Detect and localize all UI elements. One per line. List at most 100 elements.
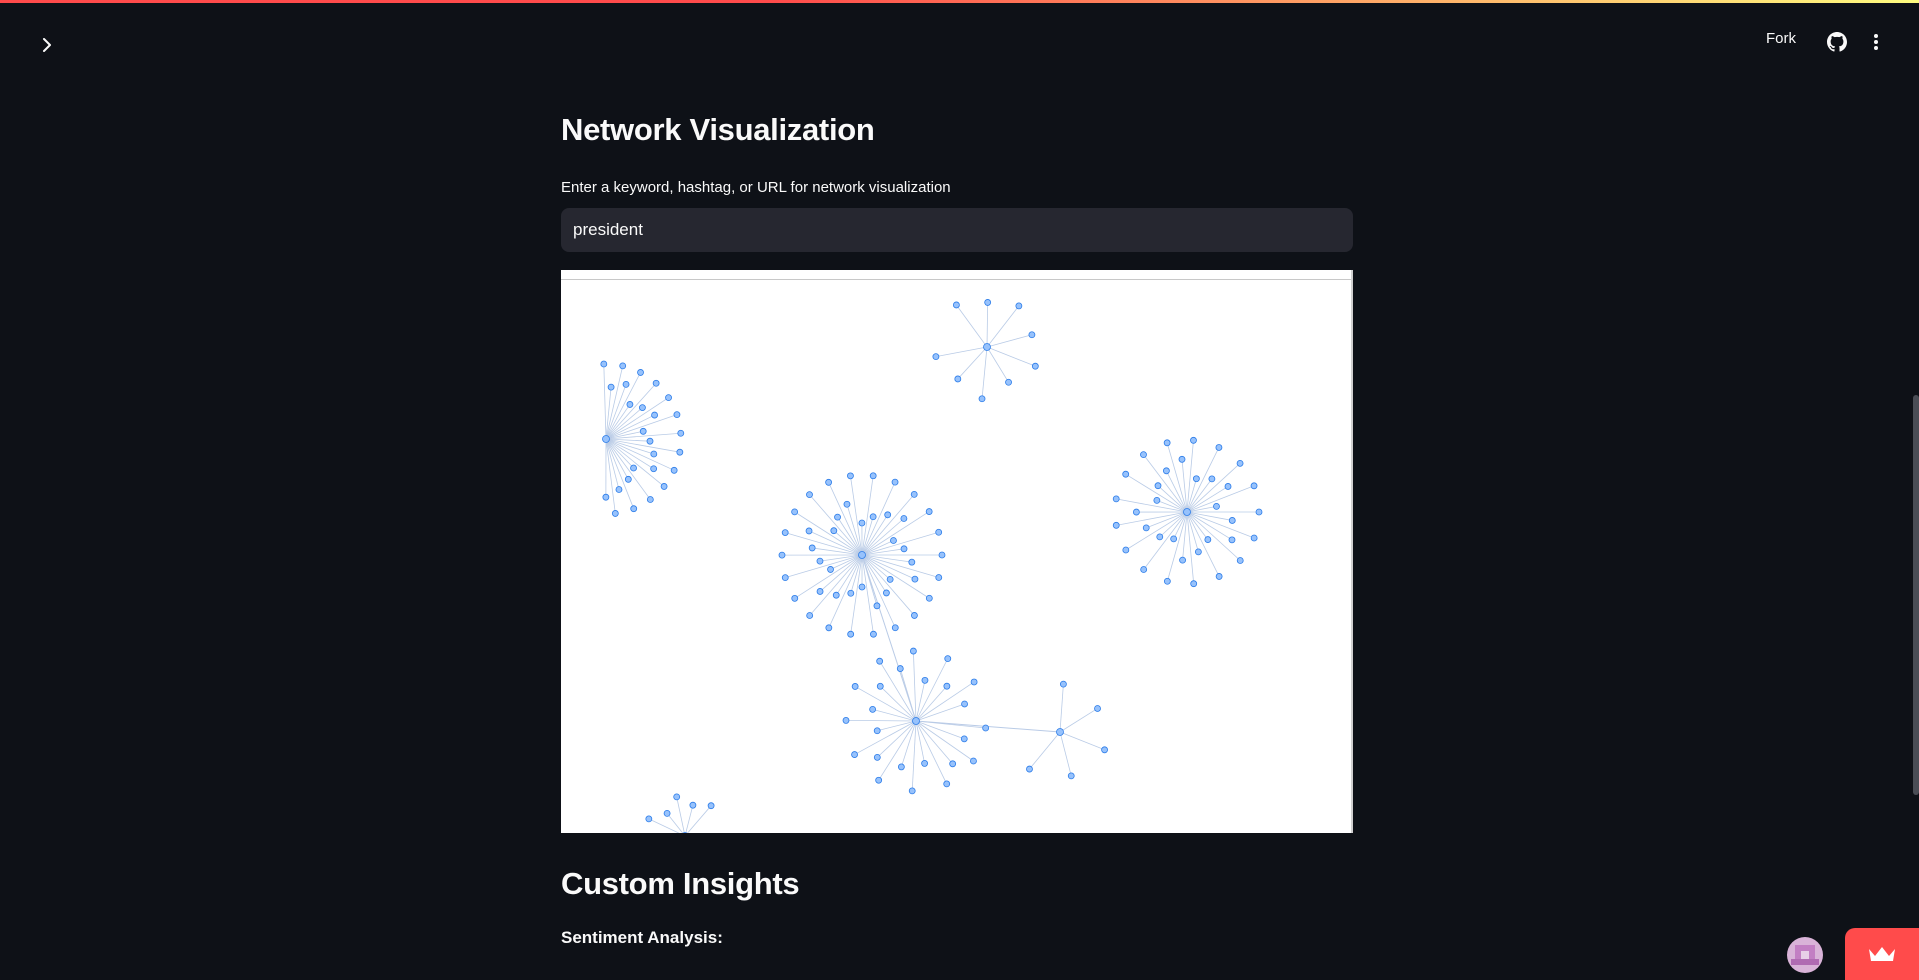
graph-node[interactable]: [1112, 521, 1120, 529]
graph-node[interactable]: [673, 411, 681, 419]
graph-node[interactable]: [622, 380, 630, 388]
graph-hub-node[interactable]: [983, 343, 991, 351]
graph-node[interactable]: [869, 513, 877, 521]
graph-node[interactable]: [911, 575, 919, 583]
graph-node[interactable]: [908, 787, 916, 795]
graph-node[interactable]: [778, 551, 786, 559]
graph-node[interactable]: [639, 404, 646, 411]
graph-node[interactable]: [825, 624, 833, 632]
graph-node[interactable]: [1015, 302, 1023, 310]
graph-node[interactable]: [873, 753, 881, 761]
graph-node[interactable]: [1026, 765, 1033, 773]
graph-node[interactable]: [961, 700, 968, 708]
graph-node[interactable]: [1228, 517, 1236, 524]
graph-node[interactable]: [896, 665, 904, 672]
graph-node[interactable]: [1162, 467, 1170, 475]
graph-node[interactable]: [806, 491, 813, 499]
graph-node[interactable]: [1190, 580, 1198, 588]
graph-hub-node[interactable]: [1056, 728, 1064, 736]
graph-node[interactable]: [982, 724, 990, 732]
graph-node[interactable]: [858, 519, 866, 527]
graph-node[interactable]: [1122, 470, 1130, 478]
graph-node[interactable]: [870, 630, 877, 638]
graph-node[interactable]: [663, 809, 671, 817]
graph-hub-node[interactable]: [682, 832, 689, 834]
graph-node[interactable]: [886, 575, 894, 583]
graph-node[interactable]: [611, 510, 619, 517]
graph-node[interactable]: [639, 427, 647, 435]
graph-node[interactable]: [954, 375, 962, 383]
graph-node[interactable]: [921, 760, 928, 767]
graph-node[interactable]: [630, 505, 638, 513]
graph-node[interactable]: [876, 657, 884, 665]
graph-node[interactable]: [944, 655, 952, 663]
graph-node[interactable]: [858, 583, 866, 591]
graph-node[interactable]: [1255, 508, 1263, 516]
graph-node[interactable]: [876, 682, 884, 690]
graph-node[interactable]: [938, 551, 946, 559]
graph-node[interactable]: [842, 717, 850, 724]
sidebar-expand-button[interactable]: [34, 32, 60, 58]
graph-node[interactable]: [897, 763, 905, 771]
graph-node[interactable]: [873, 602, 881, 610]
graph-node[interactable]: [808, 544, 816, 552]
graph-node[interactable]: [1215, 444, 1223, 451]
graph-node[interactable]: [781, 529, 789, 536]
graph-node[interactable]: [1122, 546, 1130, 554]
graph-node[interactable]: [847, 589, 855, 597]
graph-node[interactable]: [619, 362, 627, 370]
graph-node[interactable]: [825, 478, 833, 486]
graph-node[interactable]: [1140, 566, 1148, 573]
graph-node[interactable]: [1213, 502, 1220, 510]
graph-node[interactable]: [909, 647, 917, 655]
graph-hub-node[interactable]: [1183, 508, 1191, 516]
graph-node[interactable]: [1132, 508, 1140, 516]
graph-node[interactable]: [600, 360, 608, 368]
graph-node[interactable]: [791, 594, 799, 602]
graph-node[interactable]: [646, 437, 654, 445]
graph-node[interactable]: [646, 496, 654, 503]
graph-node[interactable]: [1204, 536, 1212, 543]
graph-node[interactable]: [707, 802, 715, 810]
graph-node[interactable]: [650, 465, 658, 473]
graph-node[interactable]: [875, 776, 883, 784]
graph-node[interactable]: [834, 513, 841, 521]
graph-hub-node[interactable]: [858, 551, 866, 559]
graph-node[interactable]: [827, 566, 834, 573]
graph-node[interactable]: [689, 801, 697, 809]
graph-node[interactable]: [1101, 746, 1108, 754]
user-avatar[interactable]: [1787, 937, 1823, 973]
fork-button[interactable]: Fork: [1766, 30, 1796, 47]
graph-node[interactable]: [908, 558, 916, 566]
graph-node[interactable]: [816, 557, 824, 565]
graph-node[interactable]: [1094, 705, 1101, 712]
graph-node[interactable]: [1170, 535, 1178, 543]
graph-node[interactable]: [1059, 680, 1067, 688]
graph-node[interactable]: [660, 483, 668, 490]
graph-node[interactable]: [805, 527, 813, 535]
graph-node[interactable]: [1179, 556, 1186, 564]
graph-node[interactable]: [970, 757, 977, 765]
graph-node[interactable]: [1178, 455, 1186, 463]
graph-node[interactable]: [978, 395, 986, 403]
graph-node[interactable]: [847, 472, 854, 480]
graph-node[interactable]: [935, 574, 943, 581]
github-button[interactable]: [1825, 30, 1849, 54]
graph-node[interactable]: [651, 411, 658, 419]
graph-node[interactable]: [676, 448, 684, 456]
graph-hub-node[interactable]: [912, 717, 920, 725]
graph-node[interactable]: [1156, 533, 1164, 541]
graph-node[interactable]: [670, 466, 678, 474]
graph-node[interactable]: [650, 450, 658, 458]
graph-node[interactable]: [1031, 362, 1039, 370]
graph-node[interactable]: [1224, 483, 1232, 490]
graph-node[interactable]: [665, 394, 672, 402]
graph-node[interactable]: [1208, 475, 1216, 483]
graph-node[interactable]: [806, 612, 814, 619]
graph-node[interactable]: [1228, 536, 1236, 544]
main-menu-button[interactable]: [1866, 30, 1886, 54]
graph-node[interactable]: [1163, 439, 1171, 447]
graph-node[interactable]: [1236, 557, 1244, 564]
graph-node[interactable]: [830, 527, 838, 535]
graph-node[interactable]: [1028, 331, 1036, 339]
